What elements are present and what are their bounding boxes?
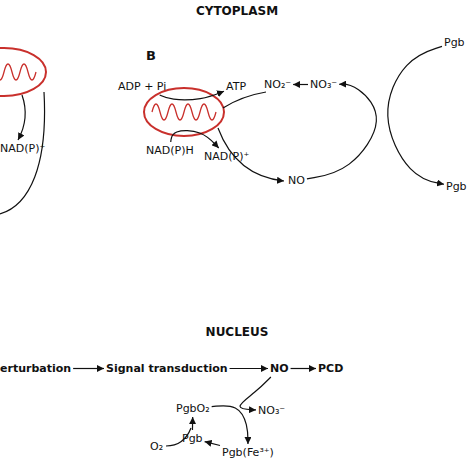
- species-label: NO₃⁻: [258, 404, 285, 417]
- mitochondrion-outer: [144, 88, 224, 136]
- species-text: Pgb(Fe³⁺): [222, 446, 274, 459]
- species-label: PgbO₂: [176, 402, 210, 415]
- reaction-arrow: [291, 368, 316, 369]
- reaction-arrow: [18, 95, 25, 140]
- species-text: PCD: [318, 362, 343, 375]
- reaction-arrow: [388, 46, 444, 184]
- species-label: PCD: [318, 362, 343, 375]
- mitochondrion-cristae: [0, 64, 36, 80]
- species-label: NO₃⁻: [310, 78, 337, 91]
- species-label: NAD(P)⁺: [204, 150, 249, 163]
- species-text: PgbO₂: [176, 402, 210, 415]
- species-text: ADP + Pi: [118, 80, 166, 93]
- species-text: Signal transduction: [106, 362, 228, 375]
- species-label: ADP + Pi: [118, 80, 166, 93]
- species-text: NO: [270, 362, 289, 375]
- species-text: NO₂⁻: [264, 78, 291, 91]
- mitochondrion: [0, 48, 46, 96]
- species-label: NO: [270, 362, 289, 375]
- species-text: NO₃⁻: [258, 404, 285, 417]
- reaction-arrow: [205, 442, 220, 446]
- reaction-arrow: [293, 84, 308, 85]
- species-text: Pgb: [446, 180, 467, 193]
- region-title: CYTOPLASM: [196, 5, 278, 18]
- mitochondrion-cristae: [152, 104, 216, 120]
- species-label: NO₂⁻: [264, 78, 291, 91]
- species-label: O₂: [150, 440, 163, 453]
- species-text: NO: [288, 174, 305, 187]
- species-label: ATP: [226, 80, 246, 93]
- species-label: Pgb: [182, 432, 203, 445]
- species-text: NAD(P)H: [146, 144, 194, 157]
- species-label: NAD(P)H: [146, 144, 194, 157]
- mitochondrion-outer: [0, 48, 46, 96]
- species-text: Pgb: [444, 36, 465, 49]
- region-title: NUCLEUS: [206, 326, 269, 339]
- species-label: Signal transduction: [106, 362, 228, 375]
- species-text: ATP: [226, 80, 246, 93]
- pathway-arc: [0, 92, 45, 214]
- reaction-arrow: [212, 406, 248, 444]
- species-text: NO₃⁻: [310, 78, 337, 91]
- reaction-arrow: [192, 417, 193, 430]
- mitochondrion: [144, 88, 224, 136]
- reaction-arrow: [307, 84, 377, 179]
- species-label: Pgb(Fe³⁺): [222, 446, 274, 459]
- species-label: NO: [288, 174, 305, 187]
- species-text: Pgb: [182, 432, 203, 445]
- species-label: NAD(P)⁺: [0, 142, 45, 155]
- species-label: Pgb: [446, 180, 467, 193]
- reaction-arrow: [230, 368, 268, 369]
- species-label: Pgb: [444, 36, 465, 49]
- species-text: NAD(P)⁺: [204, 150, 249, 163]
- species-label: erturbation: [0, 362, 71, 375]
- reaction-arrow: [73, 368, 104, 369]
- reaction-arrow: [160, 91, 224, 99]
- panel-letter: B: [146, 49, 156, 62]
- species-text: erturbation: [0, 362, 71, 375]
- pathway-arc: [223, 92, 266, 108]
